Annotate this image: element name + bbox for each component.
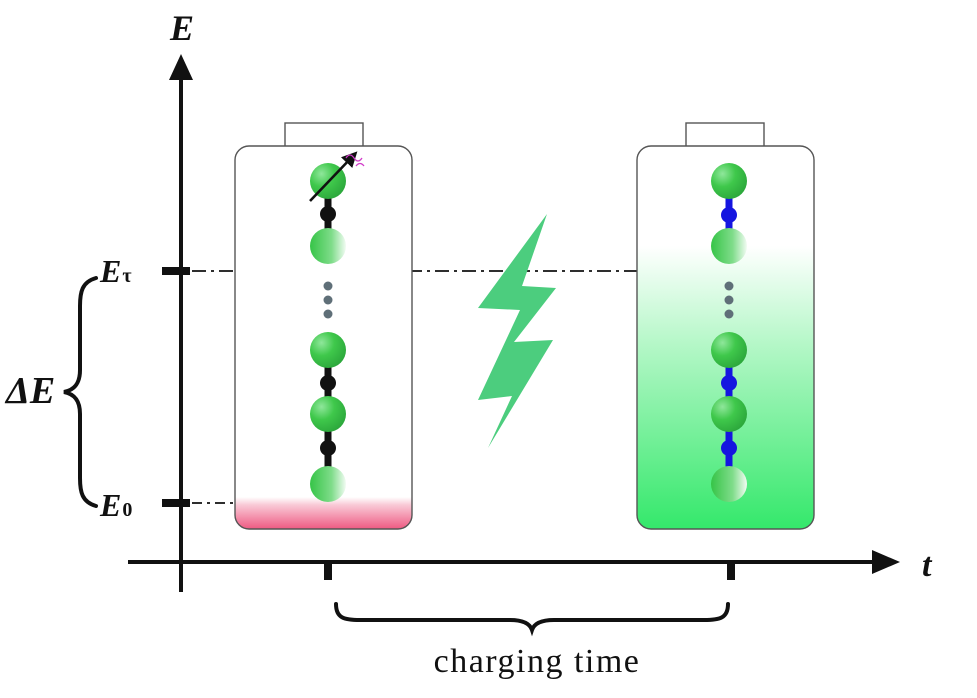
bond-node bbox=[320, 206, 336, 222]
end-time-tick bbox=[727, 560, 735, 580]
x-axis-label: t bbox=[922, 547, 933, 584]
delta-brace bbox=[63, 276, 98, 508]
discharged-battery-terminal bbox=[284, 122, 364, 148]
charged-battery-body bbox=[636, 145, 815, 530]
discharged-polymer-chain bbox=[309, 151, 365, 502]
green-ball bbox=[310, 466, 346, 502]
lower-level-label: E0 bbox=[99, 487, 132, 523]
excitation-arrow bbox=[309, 151, 358, 202]
charging-time-caption: charging time bbox=[434, 643, 641, 680]
lower-level-sub: 0 bbox=[122, 499, 132, 521]
upper-level-label: Eτ bbox=[99, 253, 132, 289]
ellipsis-dot bbox=[323, 281, 333, 291]
upper-level-main: E bbox=[99, 253, 121, 289]
ellipsis-dot bbox=[724, 309, 734, 319]
upper-level-sub: τ bbox=[122, 265, 131, 287]
upper-level-tick bbox=[162, 267, 190, 275]
charged-battery-terminal bbox=[685, 122, 765, 148]
start-time-tick bbox=[324, 560, 332, 580]
charged-polymer-chain bbox=[711, 163, 747, 502]
green-ball bbox=[711, 163, 747, 199]
green-ball bbox=[310, 332, 346, 368]
green-ball bbox=[310, 228, 346, 264]
photon-squiggle bbox=[345, 154, 363, 162]
bond-node bbox=[320, 375, 336, 391]
ellipsis-dot bbox=[323, 309, 333, 319]
ellipsis-dot bbox=[724, 295, 734, 305]
green-ball bbox=[711, 466, 747, 502]
lower-level-tick bbox=[162, 499, 190, 507]
discharged-battery-body bbox=[234, 145, 413, 530]
discharged-battery bbox=[234, 122, 413, 530]
lower-level-main: E bbox=[99, 487, 121, 523]
bond-node bbox=[721, 207, 737, 223]
green-ball bbox=[711, 228, 747, 264]
delta-label: ΔE bbox=[4, 370, 55, 412]
ellipsis-dot bbox=[323, 295, 333, 305]
bond-node bbox=[721, 440, 737, 456]
bond-node bbox=[320, 440, 336, 456]
y-axis bbox=[169, 54, 193, 592]
lightning-bolt-icon bbox=[478, 214, 556, 448]
charging-time-brace bbox=[334, 602, 730, 637]
x-axis bbox=[128, 550, 900, 574]
green-ball bbox=[310, 396, 346, 432]
x-axis-arrowhead bbox=[872, 550, 900, 574]
ellipsis-dot bbox=[724, 281, 734, 291]
bond-node bbox=[721, 375, 737, 391]
green-ball bbox=[711, 332, 747, 368]
charged-battery bbox=[636, 122, 815, 530]
svg-text:Eτ: Eτ bbox=[99, 253, 132, 289]
discharged-battery-charge-level bbox=[235, 497, 412, 529]
y-axis-label: E bbox=[169, 8, 194, 48]
svg-text:E0: E0 bbox=[99, 487, 132, 523]
y-axis-arrowhead bbox=[169, 54, 193, 80]
green-ball bbox=[711, 396, 747, 432]
